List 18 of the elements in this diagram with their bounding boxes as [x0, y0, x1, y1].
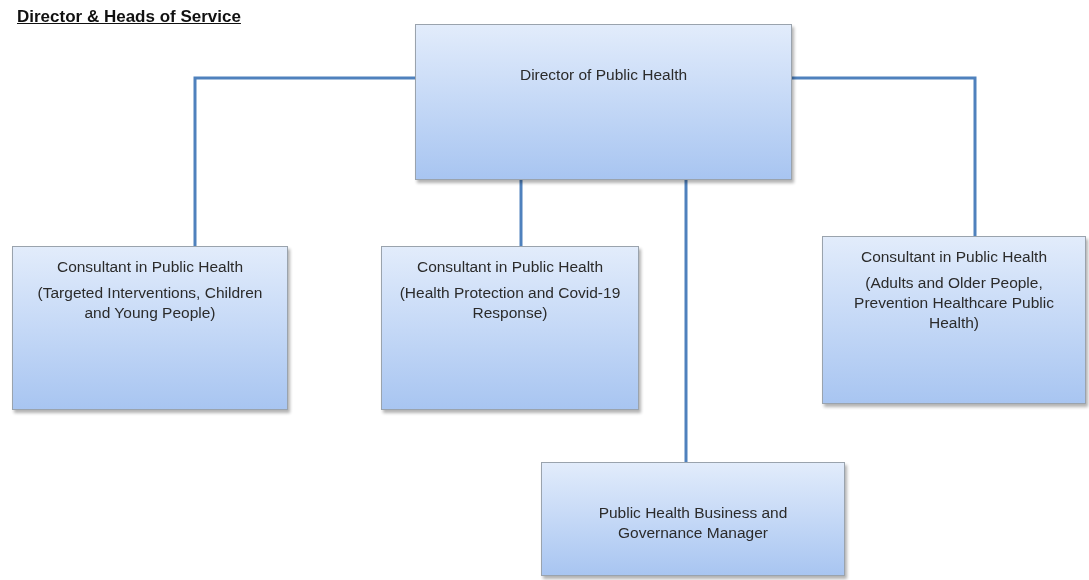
- role-box: [381, 246, 639, 410]
- diagram-title: Director & Heads of Service: [17, 6, 241, 28]
- role-title: Consultant in Public Health: [860, 247, 1048, 267]
- role-remit: (Targeted Interventions, Children and Young People): [36, 283, 264, 323]
- role-box: [415, 24, 792, 180]
- role-box: [822, 236, 1086, 404]
- connector-line: [792, 76, 977, 236]
- connector-line: [519, 180, 523, 246]
- role-title: Director of Public Health: [519, 65, 688, 85]
- connector-line: [193, 76, 415, 246]
- role-box: [541, 462, 845, 576]
- role-title: Consultant in Public Health: [416, 257, 604, 277]
- role-title: Public Health Business and Governance Manager: [597, 503, 789, 543]
- role-remit: (Adults and Older People, Prevention Healthcare Public Health): [853, 273, 1055, 333]
- role-title: Consultant in Public Health: [56, 257, 244, 277]
- connector-line: [684, 180, 688, 462]
- role-box: [12, 246, 288, 410]
- role-remit: (Health Protection and Covid-19 Response): [398, 283, 622, 323]
